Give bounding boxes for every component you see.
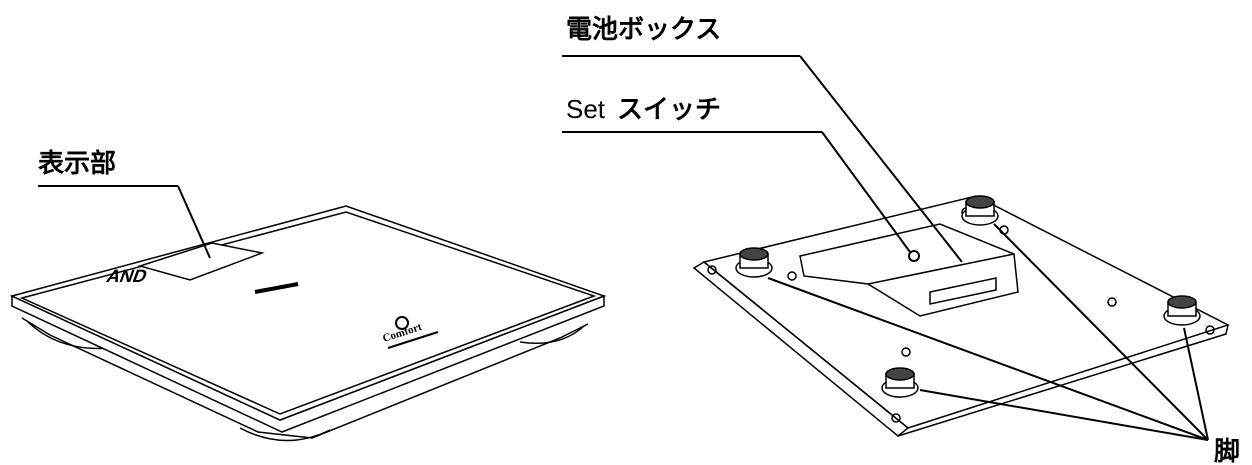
foot-icon	[1163, 295, 1201, 326]
brand-emblem-icon	[395, 316, 409, 330]
foot-icon	[961, 195, 999, 226]
legs-label: 脚	[1214, 437, 1240, 465]
set-switch-label-group: Set スイッチ	[562, 94, 911, 253]
display-window	[137, 242, 265, 281]
foot-icon	[735, 247, 773, 278]
battery-box-label: 電池ボックス	[566, 15, 721, 45]
set-switch-icon	[908, 250, 920, 262]
and-logo: AND	[104, 266, 150, 286]
display-label: 表示部	[38, 149, 116, 179]
battery-box-label-group: 電池ボックス	[562, 15, 963, 263]
legs-label-group: 脚	[767, 223, 1240, 465]
scale-bottom-view	[692, 195, 1230, 437]
scale-top-view: AND Comfort	[9, 205, 607, 442]
set-switch-label: Set スイッチ	[566, 94, 721, 125]
foot-icon	[881, 367, 919, 398]
display-label-group: 表示部	[38, 149, 211, 259]
